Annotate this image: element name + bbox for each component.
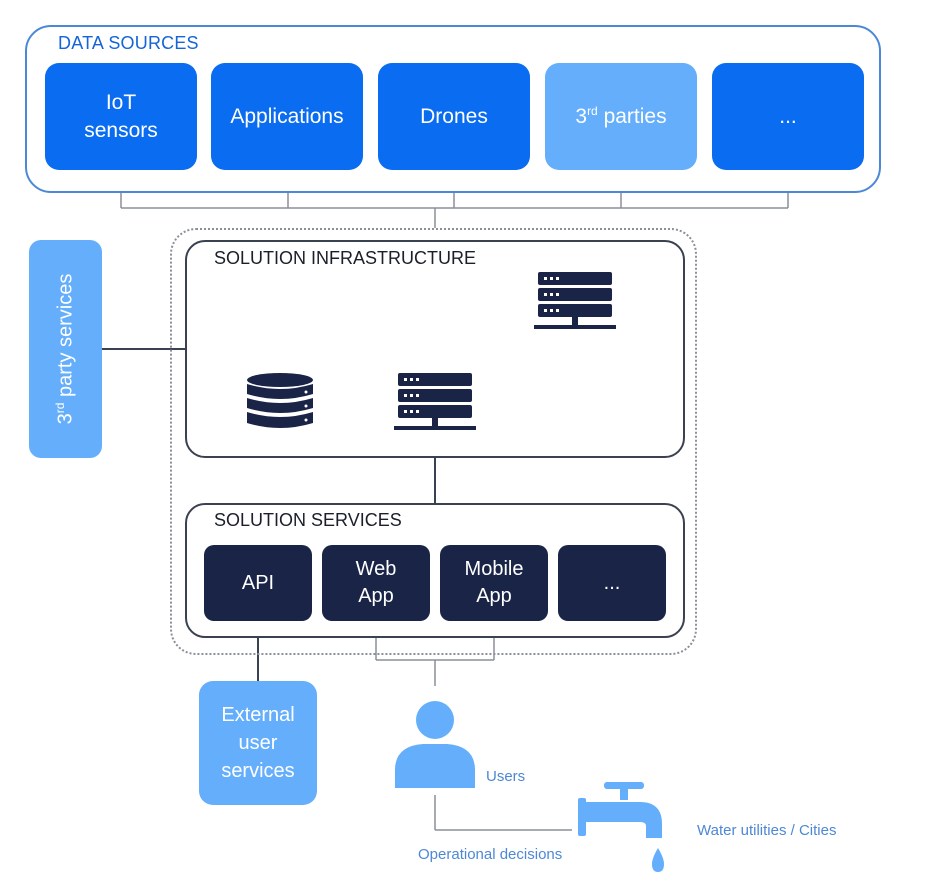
solution-services-title: SOLUTION SERVICES: [214, 510, 402, 530]
data-sources-title: DATA SOURCES: [58, 33, 199, 53]
source-label: Drones: [420, 104, 488, 128]
source-label: Applications: [230, 104, 344, 128]
external-user-services-box: External user services: [199, 681, 317, 805]
water-utilities-label: Water utilities / Cities: [697, 822, 837, 839]
source-iot-sensors: IoT sensors: [45, 63, 197, 170]
solution-boundary: [170, 228, 697, 655]
operational-decisions-label: Operational decisions: [418, 846, 563, 863]
service-api: API: [204, 545, 312, 621]
source-third-parties: 3rd parties: [545, 63, 697, 170]
user-icon: [395, 701, 475, 788]
third-party-services-label: 3rd party services: [52, 273, 76, 425]
third-party-services-box: 3rd party services: [29, 240, 102, 458]
solution-infrastructure-title: SOLUTION INFRASTRUCTURE: [214, 248, 477, 268]
water-tap-icon: [578, 782, 664, 872]
source-more: ...: [712, 63, 864, 170]
source-label: IoT sensors: [84, 90, 158, 142]
database-icon: [247, 373, 313, 428]
source-label: ...: [779, 104, 797, 128]
service-web-app: Web App: [322, 545, 430, 621]
service-mobile-app: Mobile App: [440, 545, 548, 621]
source-applications: Applications: [211, 63, 363, 170]
users-label: Users: [486, 768, 526, 785]
service-more: ...: [558, 545, 666, 621]
source-drones: Drones: [378, 63, 530, 170]
source-label: 3rd parties: [575, 103, 667, 128]
server-icon: [534, 272, 616, 329]
server-icon: [394, 373, 476, 430]
